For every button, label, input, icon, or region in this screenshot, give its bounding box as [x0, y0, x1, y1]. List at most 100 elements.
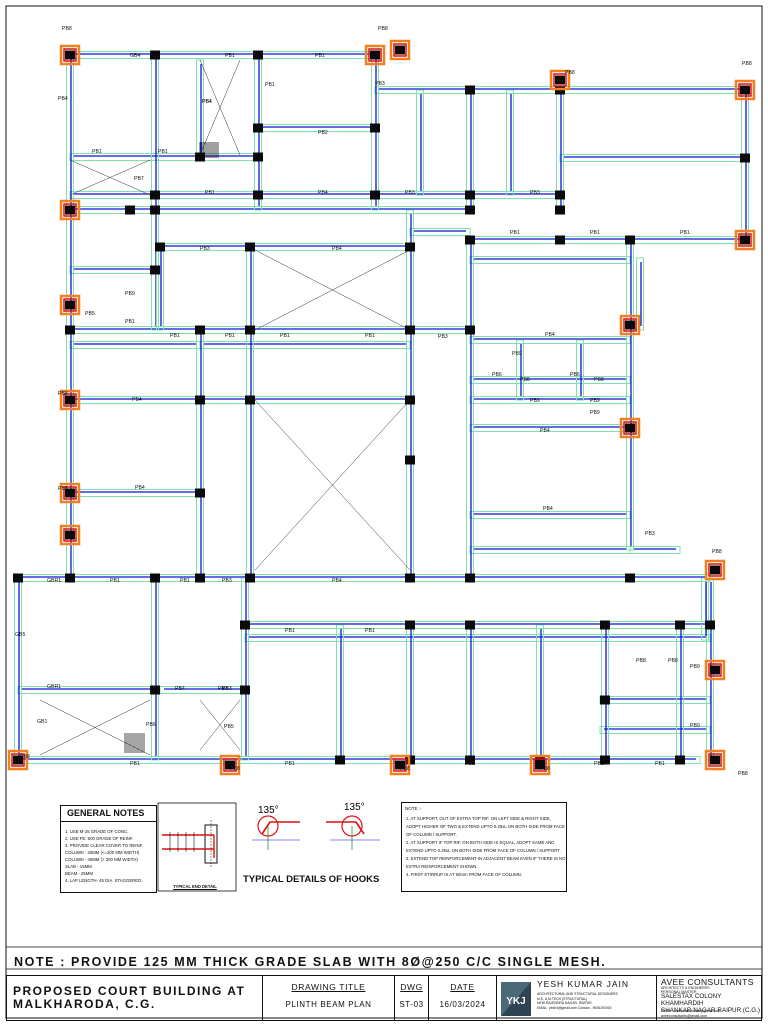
- beam-label: PB4: [202, 99, 212, 105]
- footing: [63, 48, 77, 62]
- beam-label: PB8: [400, 766, 410, 772]
- beam: [469, 511, 631, 519]
- column: [245, 325, 255, 335]
- footing: [623, 318, 637, 332]
- beam-label: PB9: [690, 664, 700, 670]
- beam-label: PB1: [594, 761, 604, 767]
- beam: [409, 228, 471, 236]
- beam-label: PB3: [200, 246, 210, 252]
- beam-label: PB8: [62, 26, 72, 32]
- footing: [549, 69, 571, 91]
- column: [195, 573, 205, 583]
- column: [465, 205, 475, 215]
- beam-label: GBR1: [47, 578, 61, 584]
- drawing-title-cell: DRAWING TITLE PLINTH BEAM PLAN: [263, 976, 395, 1020]
- footing: [704, 749, 726, 771]
- list-item: SALESTAX COLONY KHAMHARDIH: [661, 993, 722, 1007]
- beam-notes-box: NOTE :- 1. AT SUPPORT, OUT OF EXTRA TOP …: [401, 802, 567, 892]
- footing: [623, 421, 637, 435]
- beam-label: PB8: [540, 766, 550, 772]
- beam-label: PB1: [510, 230, 520, 236]
- column: [740, 235, 750, 245]
- column: [240, 620, 250, 630]
- footing: [393, 758, 407, 772]
- beam: [469, 236, 746, 244]
- beam-label: PB9: [690, 723, 700, 729]
- footing: [63, 528, 77, 542]
- engineer-cell: YKJ YESH KUMAR JAIN ARCHITECTURAL AND ST…: [497, 976, 657, 1020]
- column: [150, 190, 160, 200]
- beam-label: PB1: [285, 761, 295, 767]
- opening-cross: [199, 59, 241, 156]
- beam: [69, 191, 376, 199]
- column: [253, 50, 263, 60]
- beam-label: PB4: [543, 506, 553, 512]
- beam: [244, 634, 711, 642]
- column: [370, 50, 380, 60]
- column: [555, 205, 565, 215]
- main-note: NOTE : PROVIDE 125 MM THICK GRADE SLAB W…: [14, 955, 607, 969]
- column: [555, 235, 565, 245]
- column: [65, 205, 75, 215]
- beam-label: PB1: [92, 149, 102, 155]
- hook-detail-left: 135°: [252, 805, 300, 850]
- list-item: M.E. & M.TECH (STRUCTURAL): [537, 996, 588, 1001]
- footing: [7, 749, 29, 771]
- opening-cross: [39, 699, 151, 756]
- beam: [469, 336, 631, 344]
- beam: [406, 209, 414, 579]
- column: [625, 235, 635, 245]
- column: [150, 50, 160, 60]
- beam: [506, 89, 514, 196]
- column: [405, 573, 415, 583]
- opening-cross: [254, 399, 411, 571]
- footing: [619, 417, 641, 439]
- column: [465, 235, 475, 245]
- list-item: 1. USE M-25 GRADE OF CONC.: [65, 829, 129, 834]
- beam: [536, 624, 544, 761]
- column: [710, 665, 720, 675]
- column: [710, 755, 720, 765]
- list-item: aveeconsultants@gmail.com: [661, 1013, 707, 1018]
- beam-label: PB9: [590, 398, 600, 404]
- date-value: 16/03/2024: [439, 1000, 486, 1009]
- drawing-title-header: DRAWING TITLE: [291, 982, 366, 992]
- drawing-title: PLINTH BEAM PLAN: [285, 1000, 372, 1009]
- beam: [741, 89, 749, 241]
- beam-label: PB1: [225, 53, 235, 59]
- list-item: NEW RAJENDRA NAGAR, RAIPUR: [537, 1001, 592, 1006]
- footing: [59, 294, 81, 316]
- column: [245, 573, 255, 583]
- column: [405, 395, 415, 405]
- general-notes-title: GENERAL NOTES: [67, 808, 145, 818]
- beam: [469, 396, 631, 404]
- beam-label: PB9: [590, 410, 600, 416]
- date-cell: DATE 16/03/2024: [429, 976, 497, 1020]
- opening-cross: [69, 159, 151, 196]
- column: [405, 242, 415, 252]
- dwg-number: ST-03: [399, 1000, 424, 1009]
- beam-label: GB1: [37, 719, 47, 725]
- beam: [159, 686, 246, 694]
- beam-label: PB8: [712, 549, 722, 555]
- beam-label: PB8: [668, 658, 678, 664]
- dwg-header: DWG: [400, 982, 423, 992]
- list-item: ARCHITECTS & ENGINEERS: [661, 986, 710, 990]
- column: [155, 242, 165, 252]
- column: [195, 395, 205, 405]
- column: [555, 190, 565, 200]
- dwg-cell: DWG ST-03: [395, 976, 429, 1020]
- column: [600, 620, 610, 630]
- column: [13, 573, 23, 583]
- column: [65, 395, 75, 405]
- beam: [469, 424, 631, 432]
- list-item: 2. USE FE: 500 GRADE OF REINF.: [65, 836, 134, 841]
- column: [555, 75, 565, 85]
- beam: [559, 86, 749, 94]
- column: [245, 395, 255, 405]
- footing: [59, 524, 81, 546]
- svg-text:135°: 135°: [258, 805, 279, 816]
